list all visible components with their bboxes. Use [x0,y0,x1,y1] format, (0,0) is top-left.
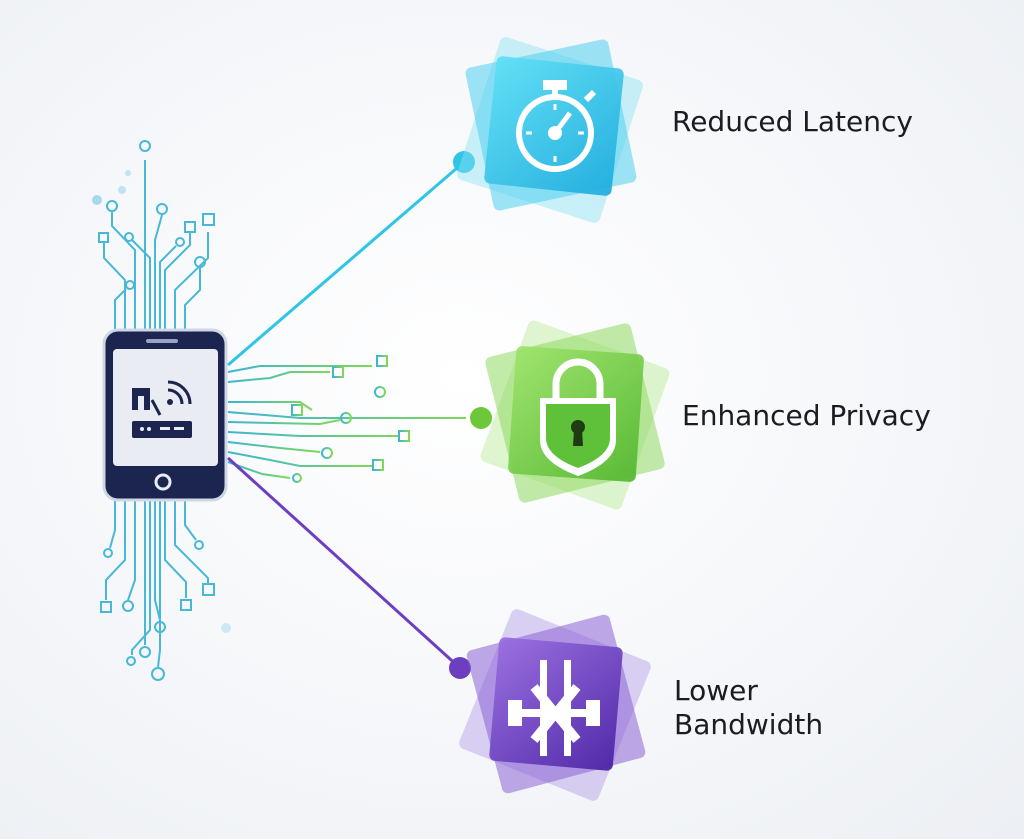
connector-node-latency [453,151,475,173]
label-enhanced-privacy: Enhanced Privacy [682,399,931,432]
privacy-badge [480,320,670,510]
connector-latency [227,160,465,367]
bandwidth-badge [459,609,651,801]
dot-decor [118,186,126,194]
circuit-traces-right [227,355,466,483]
circuit-traces-top [98,140,215,330]
circuit-traces-bottom [100,500,215,681]
connector-node-privacy [470,407,492,429]
connector-node-bandwidth [449,657,471,679]
label-reduced-latency: Reduced Latency [672,105,913,138]
padlock-icon [540,358,616,476]
stopwatch-icon [516,80,597,172]
connector-bandwidth [226,456,462,670]
dot-decor [221,623,231,633]
latency-badge [457,37,643,223]
bandwidth-x-icon [508,660,600,756]
dot-decor [92,195,102,205]
smartphone-icon [102,328,228,502]
dot-decor [125,170,131,176]
